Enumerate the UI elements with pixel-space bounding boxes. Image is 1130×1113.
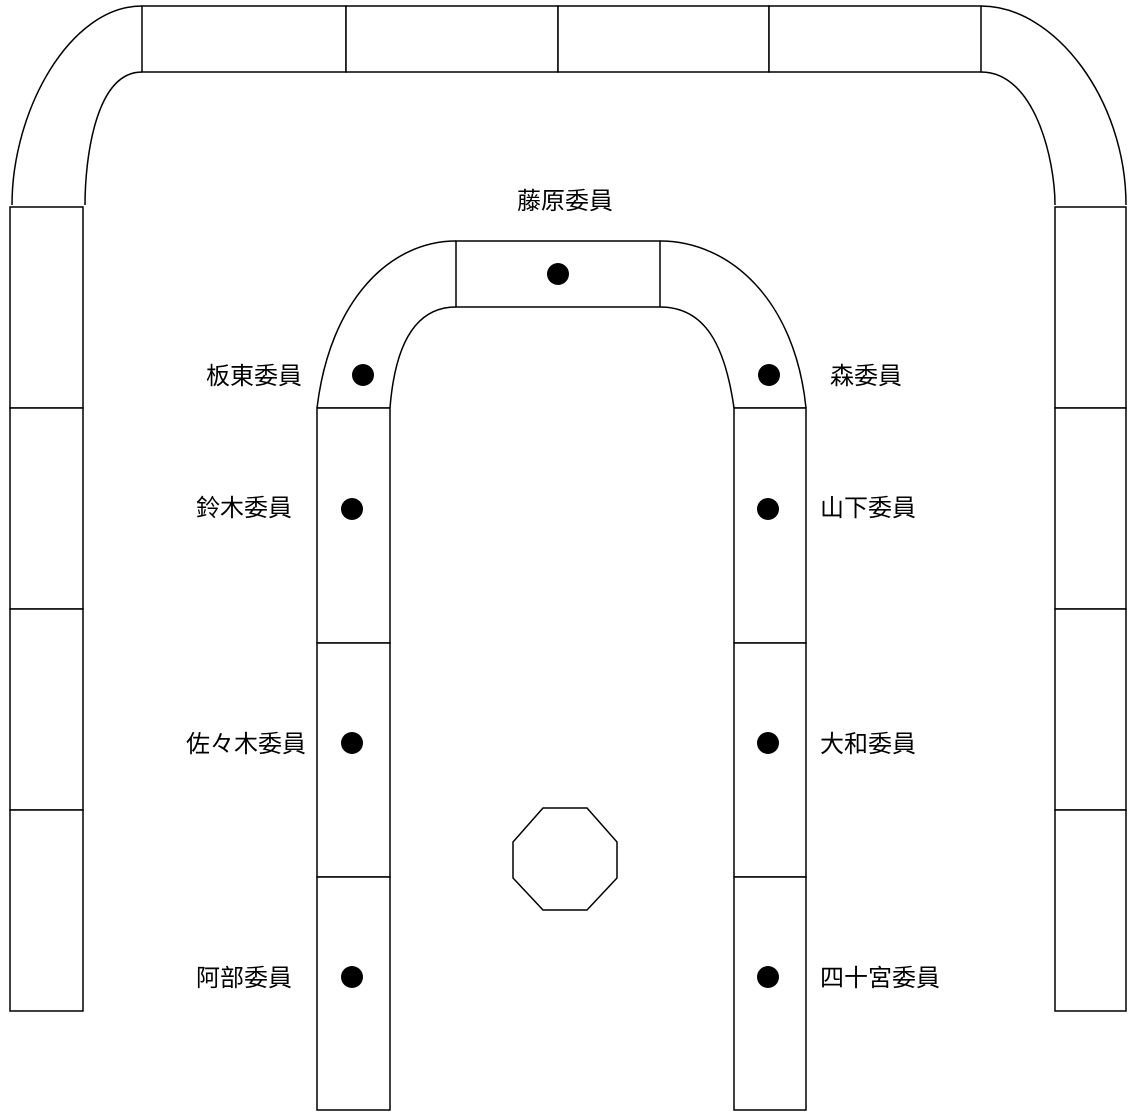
- label-right-2: 大和委員: [820, 730, 916, 758]
- seat-dot-right-1: [757, 498, 779, 520]
- inner-table: [316, 240, 807, 1111]
- label-top: 藤原委員: [517, 187, 613, 215]
- label-left-2: 佐々木委員: [186, 730, 306, 758]
- member-labels: 藤原委員 板東委員 森委員 鈴木委員 山下委員 佐々木委員 大和委員 阿部委員 …: [186, 187, 940, 992]
- seat-dot-left-1: [341, 498, 363, 520]
- seat-dot-right-curve: [758, 364, 780, 386]
- outer-top-section-1: [141, 5, 347, 73]
- inner-left-section-1: [316, 407, 391, 644]
- outer-top-left-curve: [11, 5, 143, 206]
- inner-top-left-curve: [316, 240, 457, 409]
- inner-left-section-3: [316, 876, 391, 1111]
- label-left-1: 鈴木委員: [196, 494, 292, 522]
- label-right-curve: 森委員: [830, 362, 902, 390]
- inner-top-right-curve: [659, 240, 807, 409]
- inner-left-section-2: [316, 642, 391, 878]
- outer-right-section-3: [1054, 608, 1127, 811]
- label-left-3: 阿部委員: [196, 964, 292, 992]
- outer-right-section-2: [1054, 407, 1127, 610]
- outer-left-section-3: [9, 608, 84, 811]
- outer-left-section-4: [9, 809, 84, 1012]
- outer-top-section-4: [768, 5, 982, 73]
- outer-left-section-1: [9, 206, 84, 409]
- seat-dot-right-3: [757, 966, 779, 988]
- seat-dot-left-curve: [352, 364, 374, 386]
- inner-right-section-3: [733, 876, 807, 1111]
- label-right-3: 四十宮委員: [820, 964, 940, 992]
- seat-dot-top: [547, 263, 569, 285]
- outer-right-section-4: [1054, 809, 1127, 1012]
- outer-left-section-2: [9, 407, 84, 610]
- inner-right-section-1: [733, 407, 807, 644]
- label-right-1: 山下委員: [820, 494, 916, 522]
- outer-right-section-1: [1054, 206, 1127, 409]
- label-left-curve: 板東委員: [206, 362, 302, 390]
- seat-dot-left-3: [341, 966, 363, 988]
- seat-dot-right-2: [757, 732, 779, 754]
- seat-markers: [341, 263, 780, 988]
- inner-right-section-2: [733, 642, 807, 878]
- outer-top-section-3: [557, 5, 770, 73]
- outer-top-section-2: [345, 5, 559, 73]
- center-octagon: [512, 807, 618, 911]
- seat-dot-left-2: [341, 732, 363, 754]
- outer-table: [9, 5, 1127, 1012]
- outer-top-right-curve: [980, 5, 1127, 206]
